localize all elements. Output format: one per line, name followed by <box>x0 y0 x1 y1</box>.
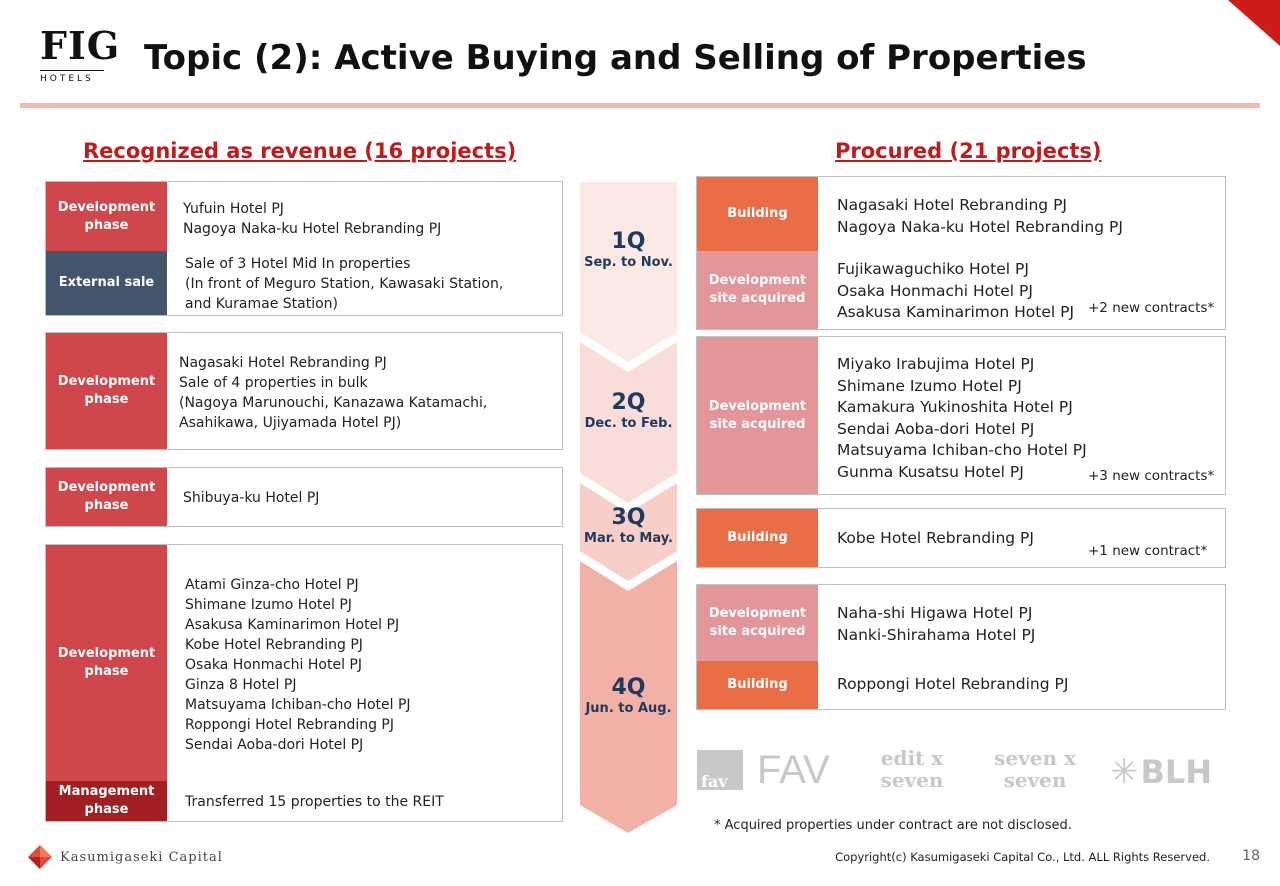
row-label: Development phase <box>46 468 167 526</box>
left-section-heading: Recognized as revenue (16 projects) <box>83 139 517 163</box>
row-label: Building <box>697 177 818 251</box>
row-label: Development phase <box>46 333 167 449</box>
row-text: Fujikawaguchiko Hotel PJ Osaka Honmachi … <box>837 260 1075 321</box>
row-text: Kobe Hotel Rebranding PJ <box>837 529 1034 547</box>
new-contracts-note: +3 new contracts* <box>1088 468 1215 484</box>
right-block-4q: Development site acquired Naha-shi Higaw… <box>696 584 1226 710</box>
right-block-1q: Building Nagasaki Hotel Rebranding PJ Na… <box>696 176 1226 330</box>
chevron-1q <box>580 182 677 362</box>
quarter-2q: 2Q Dec. to Feb. <box>580 390 677 432</box>
chevron-2q <box>580 342 677 503</box>
quarter-label: 3Q <box>611 505 646 530</box>
row-text: Atami Ginza-cho Hotel PJ Shimane Izumo H… <box>185 577 411 753</box>
quarter-1q: 1Q Sep. to Nov. <box>580 229 677 271</box>
quarter-label: 4Q <box>611 675 646 700</box>
brand-logo-edit-seven: edit x seven <box>880 746 944 792</box>
title-divider <box>20 103 1260 108</box>
chevron-4q <box>580 561 677 833</box>
row-label: Development site acquired <box>697 337 818 494</box>
new-contracts-note: +1 new contract* <box>1088 543 1208 559</box>
row-label: Development phase <box>46 545 167 781</box>
row-label: Building <box>697 661 818 709</box>
left-block-3q: Development phase Shibuya-ku Hotel PJ <box>45 467 563 527</box>
copyright: Copyright(c) Kasumigaseki Capital Co., L… <box>835 850 1210 864</box>
row-label: Development site acquired <box>697 585 818 661</box>
row-label: Building <box>697 509 818 567</box>
quarter-range: Mar. to May. <box>584 531 673 546</box>
row-text: Yufuin Hotel PJ Nagoya Naka-ku Hotel Reb… <box>183 201 442 237</box>
right-block-3q: Building Kobe Hotel Rebranding PJ +1 new… <box>696 508 1226 568</box>
corner-accent <box>1228 0 1280 46</box>
row-label: Development site acquired <box>697 251 818 329</box>
kasumigaseki-mark-icon <box>28 845 52 869</box>
page-number: 18 <box>1242 848 1260 864</box>
quarter-range: Jun. to Aug. <box>585 701 672 716</box>
brand-logo-seven-seven: seven x seven <box>994 746 1076 792</box>
fig-hotels-logo: FIG HOTELS <box>40 23 121 92</box>
quarter-4q: 4Q Jun. to Aug. <box>580 675 677 717</box>
left-block-2q: Development phase Nagasaki Hotel Rebrand… <box>45 332 563 450</box>
row-text: Transferred 15 properties to the REIT <box>185 794 444 810</box>
brand-name: BLH <box>1140 753 1213 791</box>
quarter-label: 2Q <box>611 390 646 415</box>
footnote: * Acquired properties under contract are… <box>714 818 1072 833</box>
quarter-range: Dec. to Feb. <box>584 416 673 431</box>
quarter-timeline <box>580 182 677 833</box>
row-label: Management phase <box>46 781 167 821</box>
brand-name: fav <box>701 772 728 791</box>
asterisk-icon: ✳ <box>1110 752 1139 792</box>
row-text: Nagasaki Hotel Rebranding PJ Nagoya Naka… <box>837 196 1123 236</box>
logo-subtitle: HOTELS <box>40 70 104 84</box>
row-text: Nagasaki Hotel Rebranding PJ Sale of 4 p… <box>179 355 488 431</box>
row-text: Shibuya-ku Hotel PJ <box>183 490 320 506</box>
left-block-4q: Development phase Atami Ginza-cho Hotel … <box>45 544 563 822</box>
page-title: Topic (2): Active Buying and Selling of … <box>144 38 1087 78</box>
company-name: Kasumigaseki Capital <box>60 849 223 865</box>
row-text: Sale of 3 Hotel Mid In properties (In fr… <box>185 256 504 312</box>
right-section-heading: Procured (21 projects) <box>835 139 1102 163</box>
left-block-1q: Development phase Yufuin Hotel PJ Nagoya… <box>45 181 563 316</box>
row-text: Roppongi Hotel Rebranding PJ <box>837 675 1069 693</box>
quarter-range: Sep. to Nov. <box>584 255 673 270</box>
row-label: External sale <box>46 251 167 315</box>
quarter-3q: 3Q Mar. to May. <box>580 505 677 547</box>
right-block-2q: Development site acquired Miyako Irabuji… <box>696 336 1226 495</box>
brand-logo-fav: FAV <box>757 748 830 792</box>
row-label: Development phase <box>46 182 167 251</box>
new-contracts-note: +2 new contracts* <box>1088 300 1215 316</box>
logo-mark: FIG <box>40 23 121 68</box>
brand-logo-blh: ✳ BLH <box>1110 754 1212 790</box>
row-text: Naha-shi Higawa Hotel PJ Nanki-Shirahama… <box>837 604 1036 644</box>
brand-logo-fav-block: fav <box>697 750 743 791</box>
company-logo: Kasumigaseki Capital <box>28 845 223 869</box>
quarter-label: 1Q <box>611 229 646 254</box>
chevron-3q <box>580 483 677 581</box>
row-text: Miyako Irabujima Hotel PJ Shimane Izumo … <box>837 355 1087 481</box>
